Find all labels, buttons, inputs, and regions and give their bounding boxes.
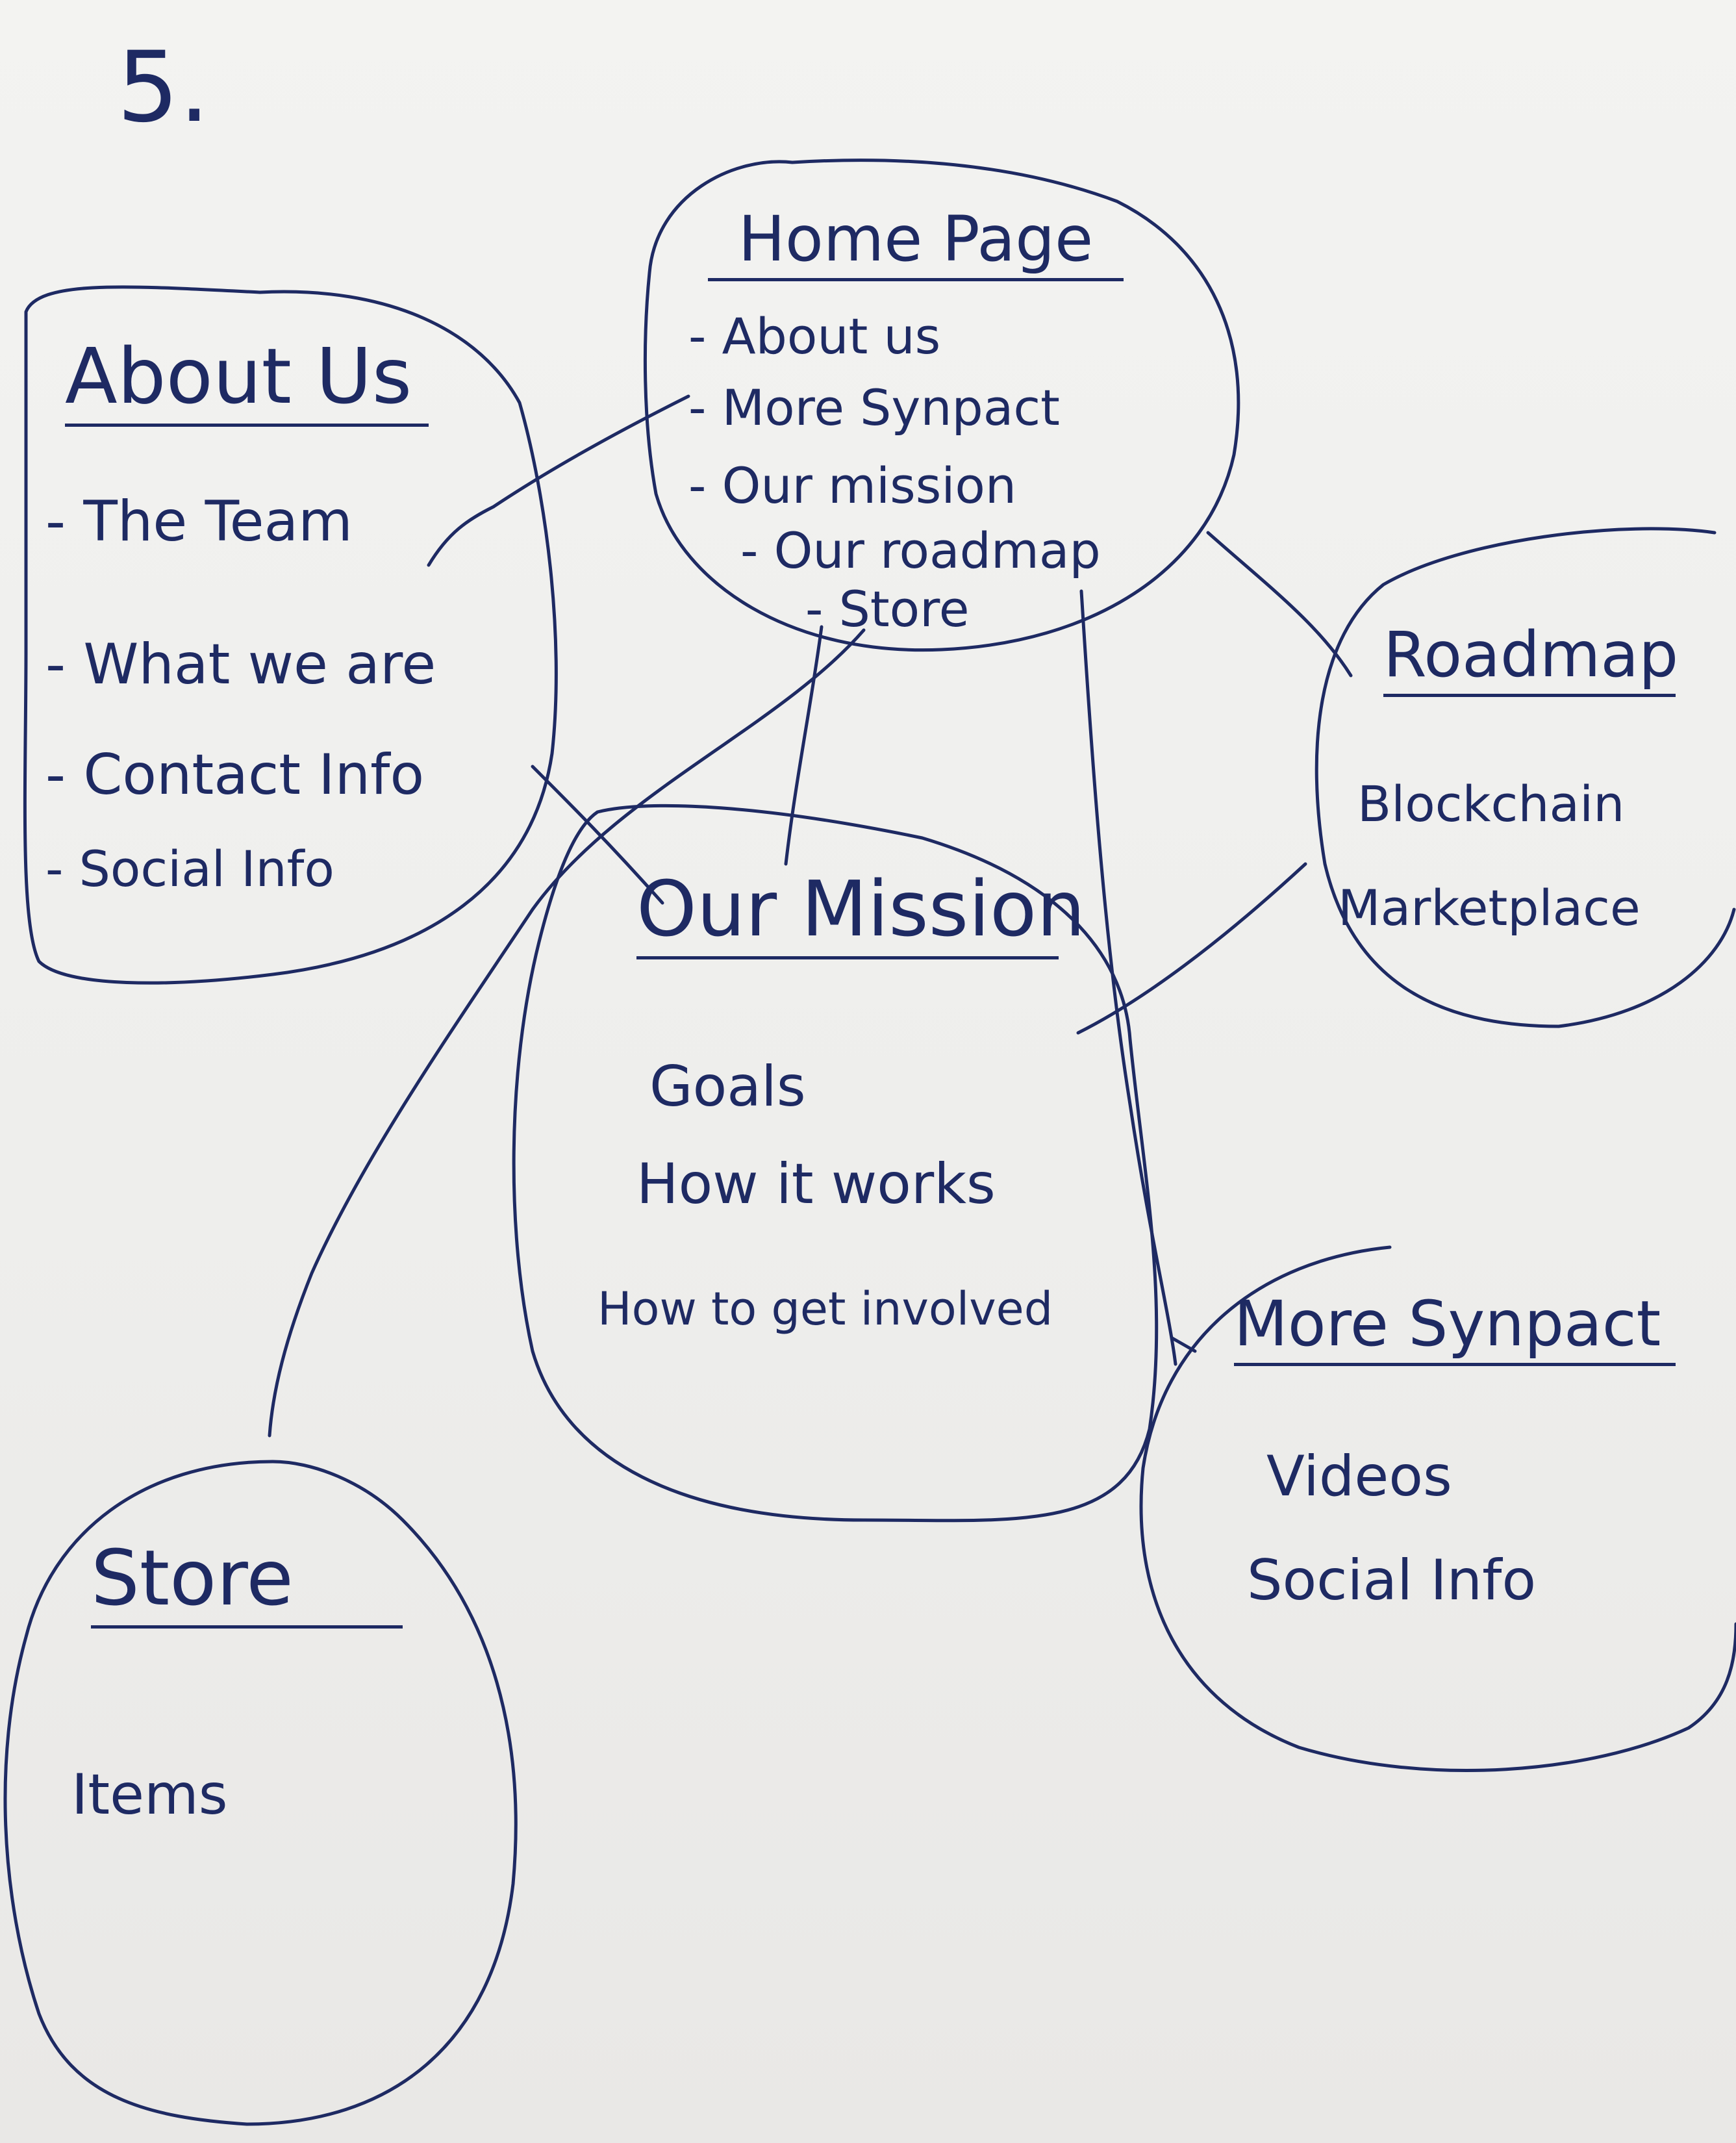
home-node-item: - About us [688, 307, 941, 365]
link-home-store [268, 628, 866, 1438]
roadmap-node-outline [1315, 527, 1736, 1028]
roadmap-node-item: Marketplace [1338, 879, 1641, 937]
roadmap-node-title: Roadmap [1383, 624, 1678, 697]
mission-node-title: Our Mission [636, 870, 1085, 959]
link-mission-roadmap [1076, 862, 1307, 1035]
link-home-mission [784, 625, 824, 866]
more-synpact-node-item: Social Info [1247, 1548, 1537, 1613]
about-node-item: - Social Info [45, 840, 334, 898]
link-home-roadmap [1206, 531, 1353, 678]
about-node-title: About Us [65, 338, 429, 427]
link-more-tick [1170, 1336, 1197, 1353]
home-node-item: - Our mission [688, 457, 1017, 514]
about-node-item: - Contact Info [45, 742, 425, 807]
mission-node-item: How to get involved [598, 1282, 1053, 1336]
page-number: 5. [117, 31, 210, 144]
more-synpact-node-title: More Synpact [1234, 1293, 1676, 1366]
about-node-item: - The Team [45, 489, 353, 554]
home-node-item: - Our roadmap [740, 522, 1101, 579]
roadmap-node-item: Blockchain [1357, 775, 1625, 833]
link-home-more [1079, 589, 1177, 1366]
store-node-outline [3, 1460, 518, 2126]
mission-node-outline [512, 804, 1159, 1523]
mission-node-item: How it works [636, 1152, 996, 1217]
mission-node-item: Goals [649, 1054, 806, 1119]
home-node-item: - Store [805, 580, 970, 638]
store-node-title: Store [91, 1540, 403, 1629]
link-home-about [427, 394, 690, 567]
more-synpact-node-outline [1139, 1245, 1736, 1772]
home-node-title: Home Page [708, 208, 1124, 281]
link-about-mission [531, 765, 664, 905]
about-node-outline [23, 285, 558, 985]
home-node-item: - More Synpact [688, 379, 1060, 437]
about-node-item: - What we are [45, 632, 436, 697]
home-node-outline [643, 159, 1240, 652]
store-node-item: Items [71, 1762, 228, 1827]
more-synpact-node-item: Videos [1266, 1444, 1452, 1509]
